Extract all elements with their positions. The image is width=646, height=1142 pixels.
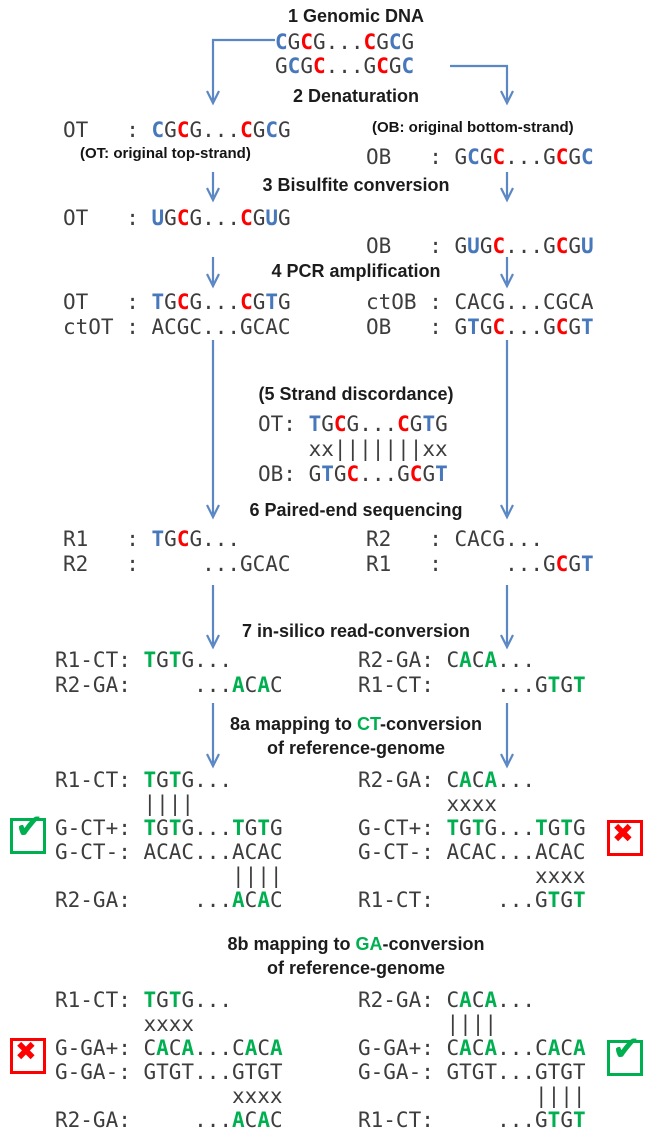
cross-icon-cross-8a: ✖ — [607, 819, 643, 856]
seq-line-s8b-l2: xxxx — [55, 1012, 195, 1036]
note-ot: (OT: original top-strand) — [80, 145, 251, 162]
seq-line-s6-l1: R1 : TGCG... — [63, 527, 241, 551]
seq-line-s4-ctob: ctOB : CACG...CGCA — [366, 290, 594, 314]
seq-line-s8a-r2: xxxx — [358, 792, 498, 816]
seq-line-s8b-r6: R1-CT: ...GTGT — [358, 1108, 586, 1132]
seq-line-s8b-r5: |||| — [358, 1084, 586, 1108]
seq-line-s6-l2: R2 : ...GCAC — [63, 552, 291, 576]
seq-line-s8a-l1: R1-CT: TGTG... — [55, 768, 233, 792]
seq-line-s2-ob: OB : GCGC...GCGC — [366, 145, 594, 169]
seq-line-s8b-r4: G-GA-: GTGT...GTGT — [358, 1060, 586, 1084]
seq-line-s8b-l4: G-GA-: GTGT...GTGT — [55, 1060, 283, 1084]
step-header-h1: 1 Genomic DNA — [287, 6, 425, 26]
seq-line-s8b-r3: G-GA+: CACA...CACA — [358, 1036, 586, 1060]
seq-line-s8b-l1: R1-CT: TGTG... — [55, 988, 233, 1012]
seq-line-s4-ob: OB : GTGC...GCGT — [366, 315, 594, 339]
seq-line-s1b: GCGC...GCGC — [275, 54, 415, 78]
seq-line-s3-ob: OB : GUGC...GCGU — [366, 234, 594, 258]
step-header-h8b1: 8b mapping to GA-conversion — [227, 934, 485, 954]
seq-line-s8a-l4: G-CT-: ACAC...ACAC — [55, 840, 283, 864]
seq-line-s8a-l3: G-CT+: TGTG...TGTG — [55, 816, 283, 840]
step-header-h8b2: of reference-genome — [266, 958, 446, 978]
seq-line-s5-mid: xx|||||||xx — [258, 437, 448, 461]
seq-line-s8b-l5: xxxx — [55, 1084, 283, 1108]
seq-line-s8a-r4: G-CT-: ACAC...ACAC — [358, 840, 586, 864]
seq-line-s5-ot: OT: TGCG...CGTG — [258, 412, 448, 436]
seq-line-s7-l1: R1-CT: TGTG... — [55, 648, 233, 672]
seq-line-s6-r2: R1 : ...GCGT — [366, 552, 594, 576]
seq-line-s7-r2: R1-CT: ...GTGT — [358, 673, 586, 697]
step-header-h3: 3 Bisulfite conversion — [262, 175, 450, 195]
step-header-h8a1: 8a mapping to CT-conversion — [229, 714, 483, 734]
step-header-h2: 2 Denaturation — [292, 86, 420, 106]
seq-line-s7-r1: R2-GA: CACA... — [358, 648, 536, 672]
note-ob: (OB: original bottom-strand) — [372, 119, 574, 136]
step-header-h7: 7 in-silico read-conversion — [241, 621, 471, 641]
seq-line-s4-ctot: ctOT : ACGC...GCAC — [63, 315, 291, 339]
check-icon-check-8b: ✔ — [607, 1029, 643, 1076]
step-header-h5: (5 Strand discordance) — [258, 384, 454, 404]
seq-line-s8a-l5: |||| — [55, 864, 283, 888]
seq-line-s8a-r6: R1-CT: ...GTGT — [358, 888, 586, 912]
seq-line-s8a-r3: G-CT+: TGTG...TGTG — [358, 816, 586, 840]
seq-line-s8b-r2: |||| — [358, 1012, 498, 1036]
seq-line-s4-ot: OT : TGCG...CGTG — [63, 290, 291, 314]
seq-line-s8a-l6: R2-GA: ...ACAC — [55, 888, 283, 912]
seq-line-s8b-r1: R2-GA: CACA... — [358, 988, 536, 1012]
step-header-h4: 4 PCR amplification — [271, 261, 441, 281]
seq-line-s8a-l2: |||| — [55, 792, 195, 816]
seq-line-s8a-r1: R2-GA: CACA... — [358, 768, 536, 792]
seq-line-s1a: CGCG...CGCG — [275, 30, 415, 54]
step-header-h6: 6 Paired-end sequencing — [249, 500, 463, 520]
seq-line-s5-ob: OB: GTGC...GCGT — [258, 462, 448, 486]
seq-line-s3-ot: OT : UGCG...CGUG — [63, 206, 291, 230]
step-header-h8a2: of reference-genome — [266, 738, 446, 758]
check-icon-check-8a: ✔ — [10, 807, 46, 854]
seq-line-s8b-l3: G-GA+: CACA...CACA — [55, 1036, 283, 1060]
seq-line-s6-r1: R2 : CACG... — [366, 527, 544, 551]
seq-line-s2-ot: OT : CGCG...CGCG — [63, 118, 291, 142]
seq-line-s8b-l6: R2-GA: ...ACAC — [55, 1108, 283, 1132]
seq-line-s8a-r5: xxxx — [358, 864, 586, 888]
seq-line-s7-l2: R2-GA: ...ACAC — [55, 673, 283, 697]
cross-icon-cross-8b: ✖ — [10, 1037, 46, 1074]
